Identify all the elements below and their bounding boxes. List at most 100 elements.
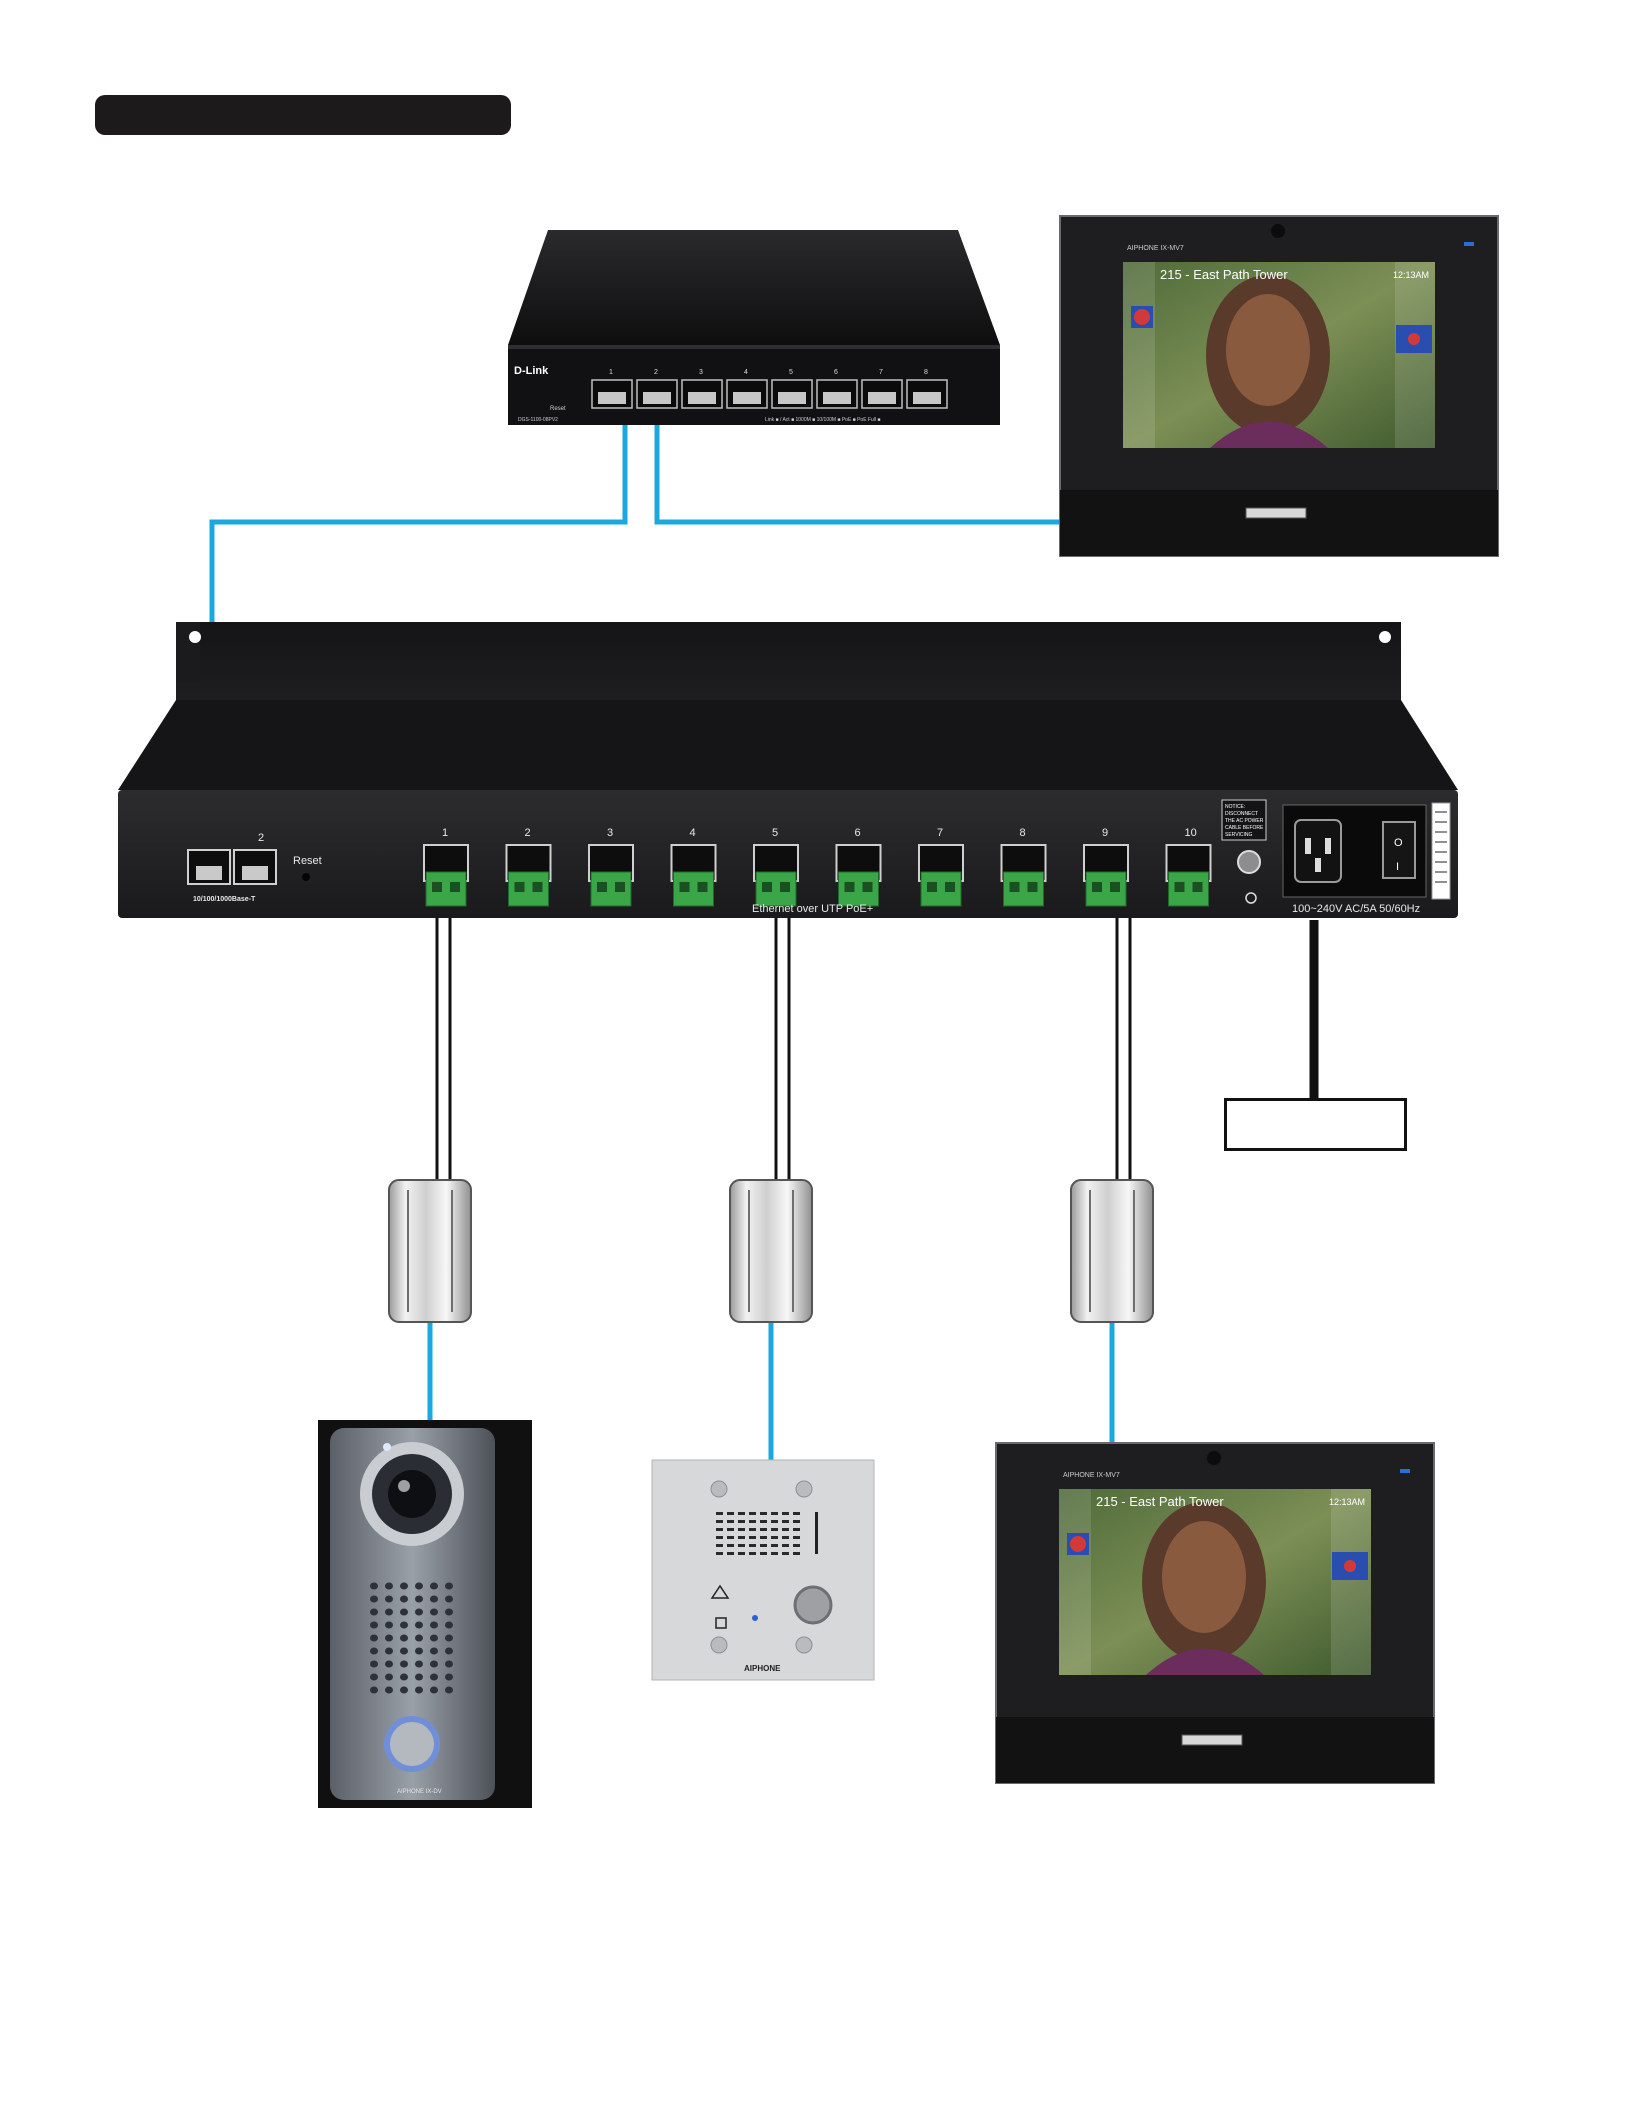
grille-hole	[385, 1595, 393, 1603]
grille-slot	[782, 1512, 789, 1515]
grille-hole	[445, 1686, 453, 1694]
monitor-bottom-screen-title: 215 - East Path Tower	[1096, 1494, 1224, 1509]
grille-hole	[430, 1673, 438, 1681]
switch-port: 7	[861, 369, 903, 409]
grille-slot	[782, 1520, 789, 1523]
monitor-bottom-brand: AIPHONE IX-MV7	[1063, 1472, 1120, 1479]
switch-port-number: 8	[924, 369, 928, 376]
grille-slot	[749, 1520, 756, 1523]
grille-hole	[385, 1634, 393, 1642]
grille-hole	[385, 1608, 393, 1616]
grille-hole	[415, 1634, 423, 1642]
extender-port-number: 2	[525, 827, 531, 839]
grille-hole	[400, 1647, 408, 1655]
switch-port: 1	[591, 369, 633, 409]
grille-slot	[782, 1544, 789, 1547]
extender-lan-caption: 10/100/1000Base-T	[193, 896, 256, 903]
grille-slot	[771, 1536, 778, 1539]
grille-hole	[415, 1621, 423, 1629]
audio-door-station-icon: AIPHONE	[651, 1459, 875, 1681]
switch-port: 2	[636, 369, 678, 409]
grille-slot	[760, 1544, 767, 1547]
grille-hole	[370, 1621, 378, 1629]
grille-hole	[445, 1673, 453, 1681]
extender-port: 1	[423, 827, 469, 907]
extender-port-number: 6	[855, 827, 861, 839]
grille-hole	[370, 1673, 378, 1681]
grille-slot	[771, 1528, 778, 1531]
grille-hole	[400, 1673, 408, 1681]
power-switch-on-label: I	[1396, 861, 1399, 873]
grille-slot	[727, 1528, 734, 1531]
switch-port: 5	[771, 369, 813, 409]
switch-port-number: 1	[609, 369, 613, 376]
grille-hole	[400, 1595, 408, 1603]
extender-port: 8	[1000, 827, 1047, 907]
grille-slot	[760, 1536, 767, 1539]
extender-port: 10	[1165, 827, 1212, 907]
switch-port-number: 4	[744, 369, 748, 376]
video-door-station-icon: AIPHONE IX-DV	[318, 1420, 532, 1808]
grille-hole	[430, 1647, 438, 1655]
grille-slot	[793, 1528, 800, 1531]
extender-port: 6	[835, 827, 882, 907]
power-switch-off-label: O	[1394, 837, 1403, 849]
switch-port-number: 2	[654, 369, 658, 376]
grille-slot	[727, 1552, 734, 1555]
adapter-icon	[729, 1179, 813, 1323]
grille-slot	[716, 1544, 723, 1547]
extender-reset-label: Reset	[293, 855, 322, 867]
grille-hole	[445, 1621, 453, 1629]
extender-port-number: 3	[607, 827, 613, 839]
grille-hole	[415, 1660, 423, 1668]
grille-hole	[430, 1686, 438, 1694]
grille-slot	[749, 1544, 756, 1547]
grille-slot	[793, 1552, 800, 1555]
monitor-bottom-time: 12:13AM	[1329, 1497, 1365, 1507]
grille-hole	[385, 1686, 393, 1694]
grille-slot	[760, 1520, 767, 1523]
audio-station-brand: AIPHONE	[744, 1664, 781, 1673]
grille-slot	[738, 1520, 745, 1523]
extender-port: 7	[918, 827, 964, 907]
grille-slot	[771, 1552, 778, 1555]
grille-hole	[400, 1634, 408, 1642]
grille-hole	[430, 1582, 438, 1590]
grille-hole	[370, 1582, 378, 1590]
grille-hole	[445, 1595, 453, 1603]
switch-reset-label: Reset	[550, 406, 566, 412]
grille-hole	[445, 1647, 453, 1655]
grille-slot	[793, 1520, 800, 1523]
extender-port: 2	[505, 827, 552, 907]
grille-slot	[738, 1552, 745, 1555]
switch-port: 3	[681, 369, 723, 409]
grille-slot	[716, 1528, 723, 1531]
extender-port: 3	[588, 827, 634, 907]
grille-slot	[749, 1512, 756, 1515]
ethernet-switch-icon: D-Link Reset DGS-1100-08PV2 Link ■ / Act…	[508, 230, 1000, 425]
extender-center-caption: Ethernet over UTP PoE+	[752, 903, 873, 915]
notice-line: SERVICING	[1225, 832, 1253, 838]
grille-hole	[430, 1634, 438, 1642]
grille-hole	[400, 1582, 408, 1590]
grille-hole	[370, 1647, 378, 1655]
grille-hole	[370, 1686, 378, 1694]
grille-slot	[793, 1544, 800, 1547]
switch-port-number: 6	[834, 369, 838, 376]
grille-hole	[400, 1686, 408, 1694]
grille-slot	[716, 1512, 723, 1515]
switch-port: 8	[906, 369, 948, 409]
extender-port-number: 5	[772, 827, 778, 839]
grille-hole	[430, 1621, 438, 1629]
grille-hole	[385, 1673, 393, 1681]
extender-port-number: 7	[937, 827, 943, 839]
grille-hole	[415, 1647, 423, 1655]
extender-port-number: 10	[1185, 827, 1197, 839]
grille-slot	[760, 1528, 767, 1531]
grille-slot	[727, 1520, 734, 1523]
grille-hole	[445, 1660, 453, 1668]
grille-slot	[749, 1536, 756, 1539]
switch-brand: D-Link	[514, 365, 549, 377]
grille-hole	[385, 1647, 393, 1655]
